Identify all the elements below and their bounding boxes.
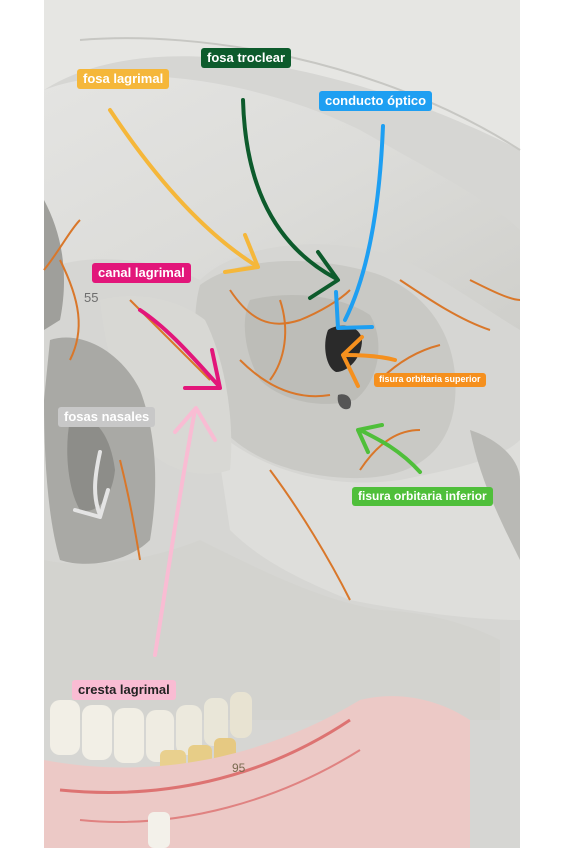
optic-canal bbox=[325, 325, 362, 372]
specimen-number-upper: 55 bbox=[84, 290, 98, 305]
arrow-canal-lagrimal bbox=[138, 308, 220, 387]
label-cresta-lagrimal: cresta lagrimal bbox=[72, 680, 176, 701]
gum-model bbox=[44, 696, 470, 848]
cranium bbox=[44, 0, 520, 150]
specimen-number-lower: 95 bbox=[232, 761, 246, 775]
arrow-conducto-optico bbox=[343, 124, 385, 322]
arrow-fosa-troclear bbox=[241, 98, 337, 280]
label-fisura-orbitaria-superior: fisura orbitaria superior bbox=[374, 373, 486, 387]
arrow-fisura-superior bbox=[343, 353, 397, 362]
maxilla bbox=[44, 540, 500, 720]
label-fosa-troclear: fosa troclear bbox=[201, 48, 292, 69]
label-fisura-orbitaria-inferior: fisura orbitaria inferior bbox=[352, 487, 493, 507]
arrow-fisura-inferior bbox=[358, 428, 422, 474]
label-fosa-lagrimal: fosa lagrimal bbox=[77, 69, 170, 90]
label-conducto-optico: conducto óptico bbox=[319, 91, 433, 112]
arrow-fosa-lagrimal bbox=[108, 108, 257, 267]
arrow-cresta-lagrimal bbox=[153, 408, 197, 657]
nasal-bone bbox=[100, 296, 232, 474]
label-fosas-nasales: fosas nasales bbox=[58, 407, 156, 428]
arrow-fosas-nasales bbox=[93, 450, 102, 517]
zygomatic-bone bbox=[215, 430, 520, 620]
label-canal-lagrimal: canal lagrimal bbox=[92, 263, 191, 284]
